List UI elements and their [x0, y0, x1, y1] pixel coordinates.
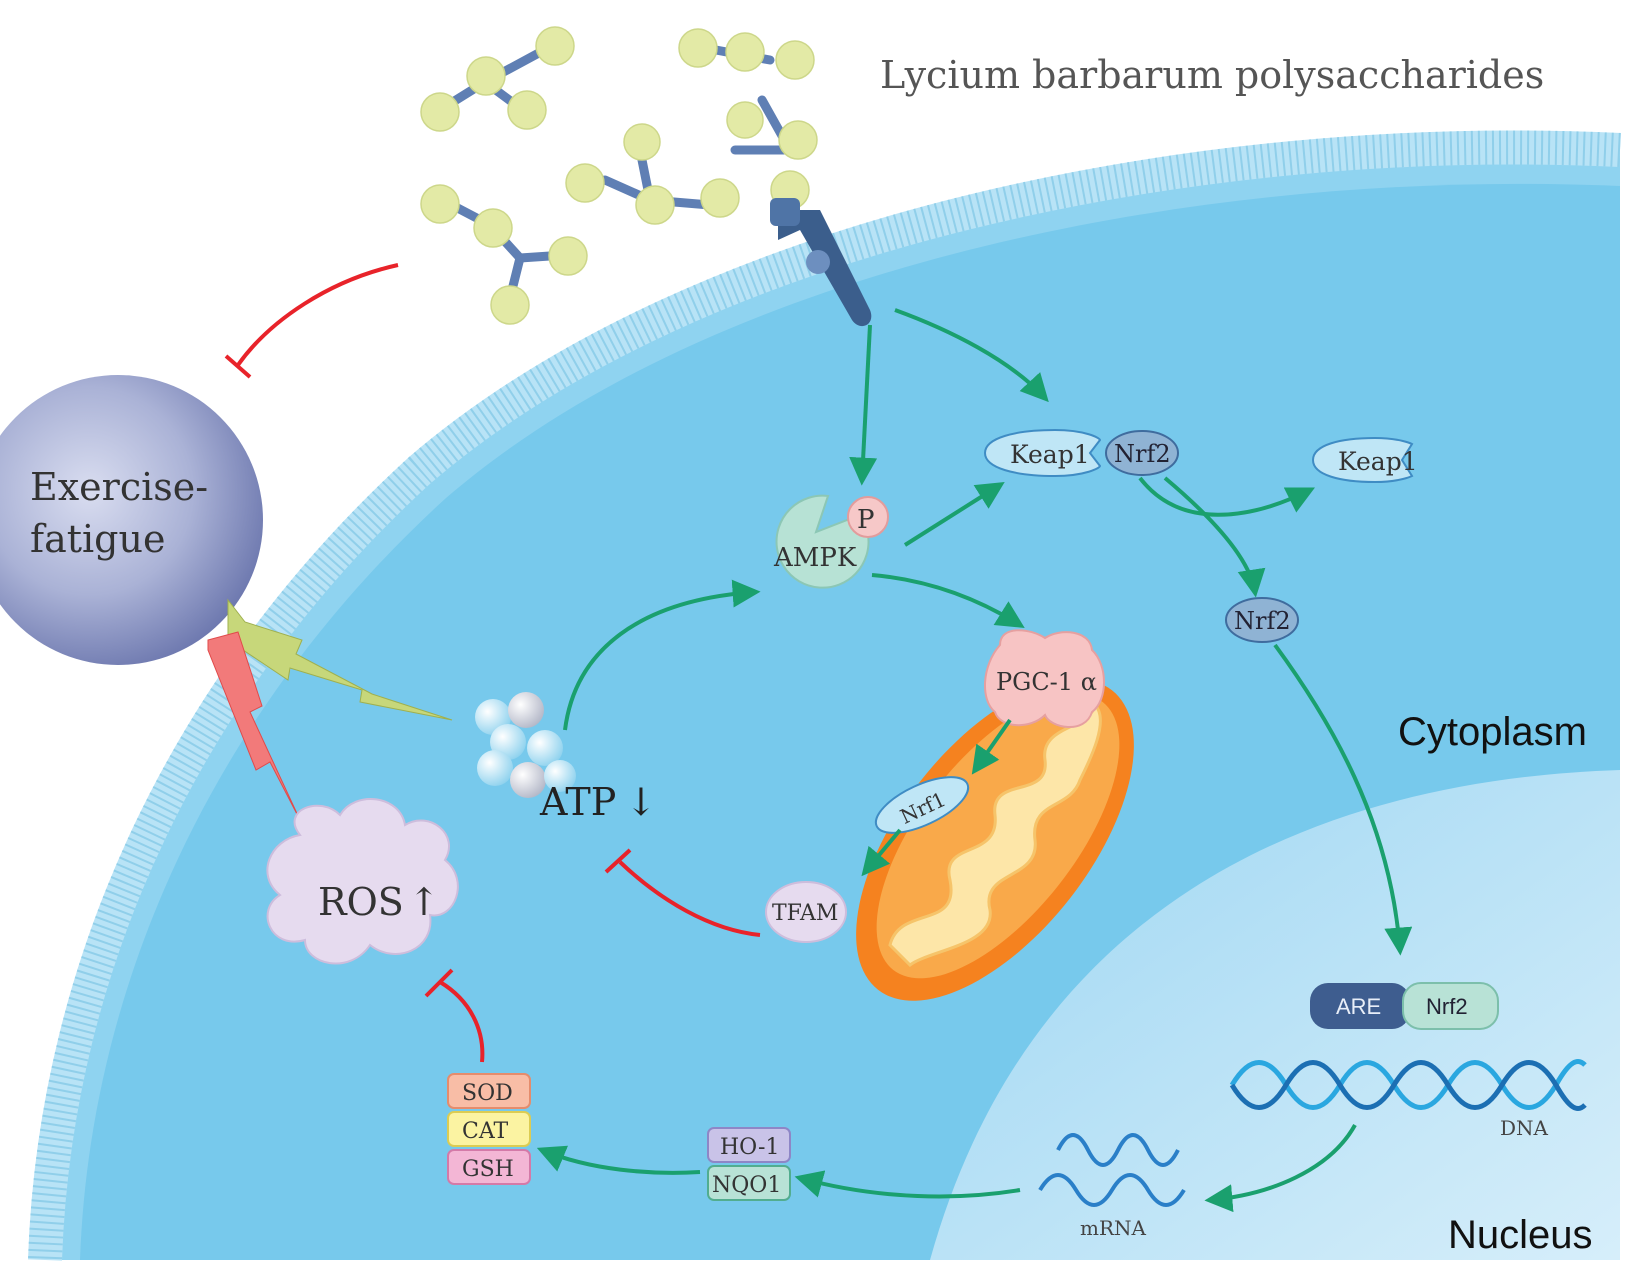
cytoplasm-label: Cytoplasm	[1398, 710, 1587, 754]
nqo1-label: NQO1	[712, 1173, 781, 1198]
arrow-dna-mrna	[1204, 1124, 1357, 1213]
nrf1-node: Nrf1	[874, 776, 970, 834]
keap1-free-label: Keap1	[1338, 447, 1418, 476]
cat-label: CAT	[462, 1119, 509, 1144]
gsh-label: GSH	[462, 1157, 514, 1182]
title-text: Lycium barbarum polysaccharides	[880, 53, 1544, 97]
activation-arrows	[536, 308, 1413, 1213]
atp-down-arrow: ↓	[625, 780, 657, 824]
ros-label: ROS	[318, 880, 404, 924]
inhibit-tfam-atp	[604, 848, 761, 937]
arrow-ampk-pgc1a	[871, 573, 1025, 628]
keap1-bound-label: Keap1	[1010, 440, 1090, 469]
inhibit-antioxidant-ros	[424, 968, 485, 1063]
nrf2-free-node: Nrf2	[1225, 597, 1299, 643]
keap1-nrf2-complex: Keap1 Nrf2	[983, 428, 1179, 478]
are-label: ARE	[1336, 994, 1381, 1019]
arrow-receptor-ampk	[849, 324, 878, 486]
ho1-label: HO-1	[720, 1135, 779, 1160]
exercise-label-line2: fatigue	[30, 517, 165, 561]
arrow-complex-nrf2free	[1163, 476, 1266, 598]
arrow-ho1-antioxidants	[536, 1145, 701, 1175]
mrna-icon: mRNA	[1038, 1133, 1186, 1240]
ros-up-arrow: ↑	[408, 880, 440, 924]
arrow-pgc1a-nrf1	[971, 718, 1012, 775]
arrow-receptor-keap1	[894, 308, 1049, 403]
exercise-fatigue-node: Exercise- fatigue	[0, 375, 263, 665]
pgc1a-node: PGC-1 α	[984, 629, 1105, 728]
sod-label: SOD	[462, 1081, 513, 1106]
inhibit-lbp-exercise	[224, 263, 399, 379]
arrow-nrf2-nucleus	[1273, 643, 1413, 956]
ampk-label: AMPK	[773, 543, 857, 573]
lightning-bolt-atp-icon	[227, 598, 453, 721]
arrow-complex-keap1free	[1138, 476, 1316, 517]
are-nrf2-complex: ARE Nrf2	[1310, 982, 1499, 1030]
atp-node: ATP ↓	[475, 692, 657, 824]
dna-label: DNA	[1500, 1116, 1549, 1140]
nrf2-bound-label: Nrf2	[1114, 440, 1171, 468]
pgc1a-label: PGC-1 α	[996, 668, 1097, 696]
nucleus-region	[930, 770, 1620, 1260]
nrf2-nuclear-label: Nrf2	[1426, 994, 1468, 1019]
ros-node: ROS ↑	[266, 798, 459, 965]
phospho-label: P	[857, 505, 875, 535]
arrow-atp-ampk	[563, 579, 761, 731]
ho1-nqo1-stack: HO-1 NQO1	[707, 1127, 791, 1201]
membrane-receptor	[770, 198, 872, 327]
ampk-node: P AMPK	[773, 494, 889, 589]
antioxidant-stack: SOD CAT GSH	[447, 1073, 531, 1185]
arrow-mrna-ho1	[794, 1170, 1021, 1199]
arrow-nrf1-tfam	[861, 828, 902, 877]
dna-helix-icon: DNA	[1229, 1059, 1587, 1140]
mitochondrion	[856, 679, 1134, 1001]
tfam-label: TFAM	[772, 901, 838, 926]
nucleus-label: Nucleus	[1448, 1213, 1593, 1257]
polysaccharide-chains	[420, 26, 818, 325]
exercise-label-line1: Exercise-	[30, 465, 208, 509]
arrow-ampk-keap1	[903, 482, 1005, 547]
atp-label: ATP	[539, 780, 616, 824]
keap1-free-node: Keap1	[1311, 436, 1418, 484]
nrf2-free-label: Nrf2	[1234, 607, 1291, 635]
mrna-label: mRNA	[1080, 1216, 1147, 1240]
tfam-node: TFAM	[765, 881, 847, 943]
